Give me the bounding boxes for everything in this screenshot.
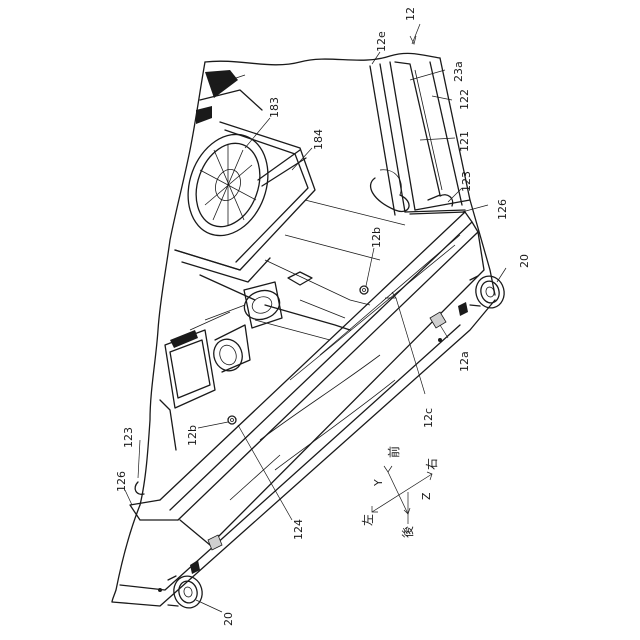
label-126-top: 126 [496, 199, 509, 220]
label-123-left: 123 [122, 427, 135, 448]
axis-front-label: 前 [386, 446, 401, 458]
label-12e: 12e [375, 31, 388, 52]
hole-12b-bottom [228, 416, 236, 424]
axis-left-label: 左 [360, 514, 375, 526]
axis-right-label: 右 [424, 458, 439, 470]
label-121: 121 [458, 131, 471, 152]
axis-rear-label: 後 [401, 526, 415, 538]
label-122: 122 [458, 89, 471, 110]
hole-12b-top [360, 286, 368, 294]
label-124: 124 [292, 519, 305, 540]
label-183: 183 [268, 97, 281, 118]
reference-labels: 12 12e 23a 122 183 184 121 123 126 12b 2… [115, 7, 531, 626]
label-123-top: 123 [460, 171, 473, 192]
foot-left [168, 573, 206, 611]
direction-indicator: Y 前 右 左 Z 後 [360, 446, 439, 538]
front-frame [130, 62, 484, 545]
label-12b-bottom: 12b [186, 425, 199, 446]
label-12b-top: 12b [370, 227, 383, 248]
label-12: 12 [404, 7, 417, 21]
axis-y-label: Y [372, 479, 385, 487]
label-12c: 12c [422, 408, 435, 428]
label-20-bottom: 20 [222, 612, 235, 626]
label-23a: 23a [452, 61, 465, 82]
label-126-left: 126 [115, 471, 128, 492]
label-20-right: 20 [518, 254, 531, 268]
label-184: 184 [312, 129, 325, 150]
label-12a: 12a [458, 351, 471, 372]
leader-lines [125, 24, 506, 612]
axis-z-label: Z [420, 492, 433, 500]
